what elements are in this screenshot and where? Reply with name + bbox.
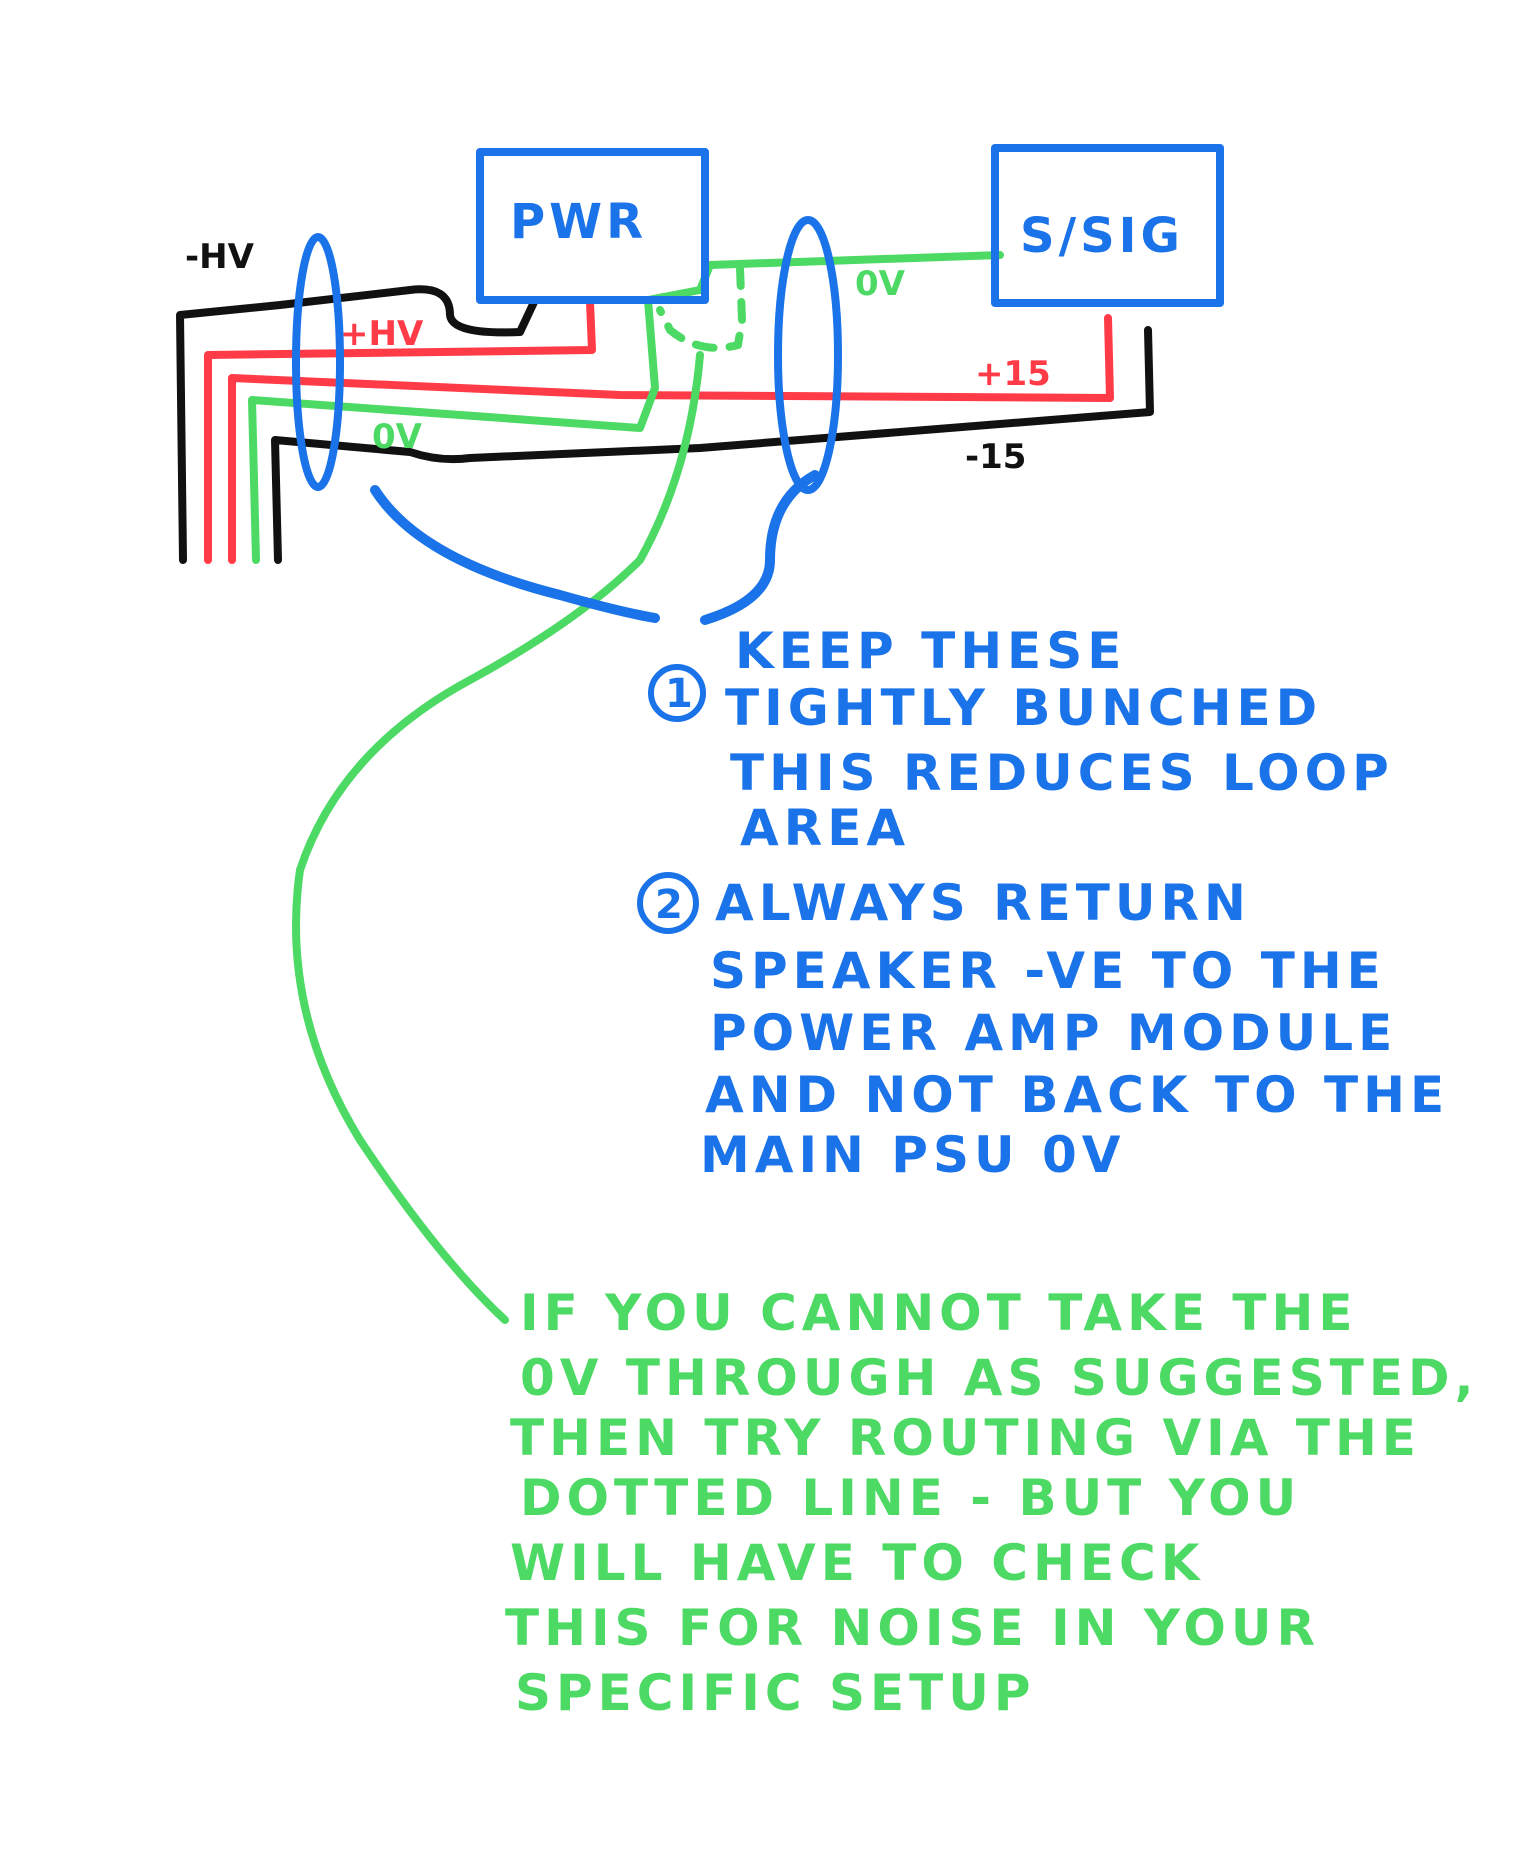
pointer-left (370, 485, 660, 623)
note-3-line: IF YOU CANNOT TAKE THE (520, 1284, 1358, 1342)
sig-box (991, 144, 1224, 307)
plus-hv-wire (204, 298, 596, 564)
note-3-line: DOTTED LINE - BUT YOU (520, 1469, 1301, 1527)
minus-15-label: -15 (965, 437, 1026, 477)
note-1-line: THIS REDUCES LOOP (730, 744, 1394, 802)
bunch-ellipse-right (774, 216, 842, 494)
note-2-line: MAIN PSU 0V (700, 1126, 1125, 1184)
note-1-line: KEEP THESE (735, 622, 1126, 680)
note-3-line: THEN TRY ROUTING VIA THE (510, 1409, 1421, 1467)
dotted-alt-route (656, 264, 746, 352)
pointer-right (700, 470, 820, 625)
note-2: 2 ALWAYS RETURN SPEAKER -VE TO THE POWER… (637, 872, 1449, 1184)
note-3-line: WILL HAVE TO CHECK (510, 1534, 1204, 1592)
note-2-line: SPEAKER -VE TO THE (710, 942, 1386, 1000)
bunch-ellipse-left (292, 233, 344, 491)
note-1-number-circle (648, 664, 706, 722)
zero-v-bottom-label: 0V (372, 417, 423, 457)
note-2-line: ALWAYS RETURN (715, 874, 1251, 932)
sig-label: S/SIG (1020, 208, 1184, 264)
note-2-number-circle (637, 872, 699, 934)
note-1-line: TIGHTLY BUNCHED (725, 679, 1322, 737)
plus-15-label: +15 (975, 354, 1051, 394)
plus-15-wire (228, 314, 1114, 564)
pwr-box (476, 148, 709, 304)
minus-hv-wire (176, 285, 539, 564)
note-2-number: 2 (655, 882, 683, 928)
note-3-line: THIS FOR NOISE IN YOUR (505, 1599, 1320, 1657)
note-3-line: 0V THROUGH AS SUGGESTED, (520, 1349, 1478, 1407)
minus-15-wire (271, 326, 1154, 564)
speaker-return-wire (292, 351, 704, 1324)
minus-hv-label: -HV (185, 237, 255, 277)
plus-hv-label: +HV (340, 314, 424, 354)
note-3-line: SPECIFIC SETUP (515, 1664, 1036, 1722)
note-1: 1 KEEP THESE TIGHTLY BUNCHED THIS REDUCE… (648, 622, 1394, 857)
zero-v-top-label: 0V (855, 264, 906, 304)
note-3: IF YOU CANNOT TAKE THE 0V THROUGH AS SUG… (505, 1284, 1478, 1722)
pwr-label: PWR (510, 194, 647, 250)
note-1-line: AREA (740, 799, 910, 857)
note-2-line: AND NOT BACK TO THE (705, 1066, 1449, 1124)
note-1-number: 1 (665, 671, 693, 717)
note-2-line: POWER AMP MODULE (710, 1004, 1397, 1062)
